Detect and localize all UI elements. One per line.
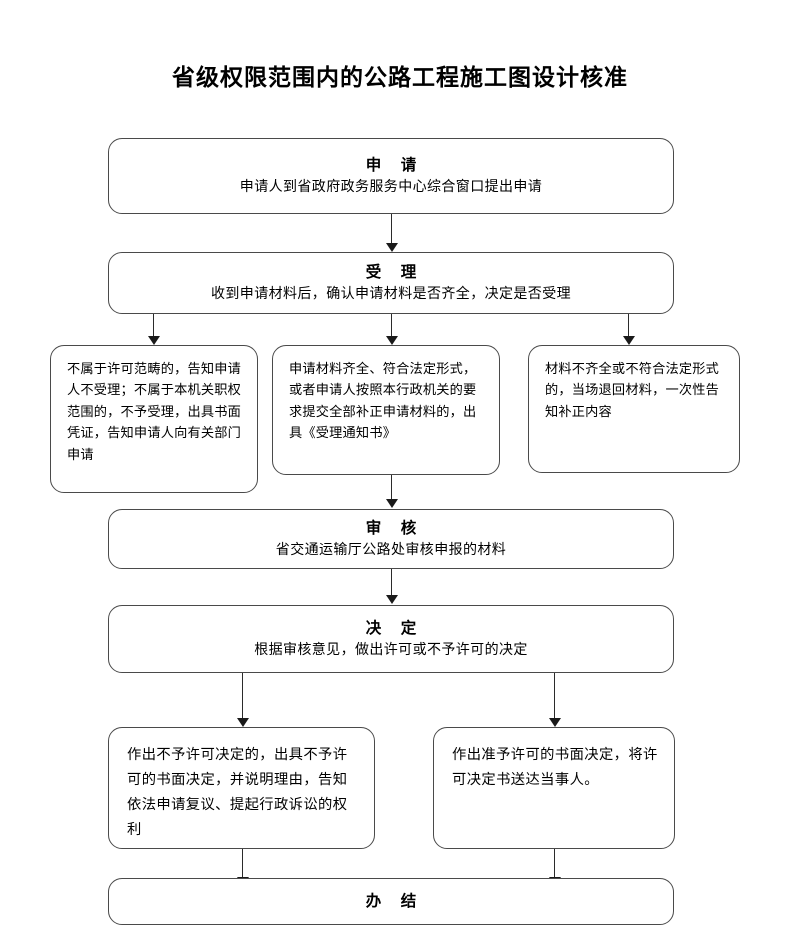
node-accept-text: 收到申请材料后，确认申请材料是否齐全，决定是否受理	[211, 286, 571, 303]
node-finish: 办 结	[108, 878, 674, 925]
connector-line	[628, 314, 630, 337]
connector-line	[391, 569, 393, 596]
node-apply: 申 请 申请人到省政府政务服务中心综合窗口提出申请	[108, 138, 674, 214]
connector-line	[554, 673, 556, 719]
node-branch-incomplete-text: 材料不齐全或不符合法定形式的，当场退回材料，一次性告知补正内容	[545, 362, 720, 420]
connector-line	[153, 314, 155, 337]
node-review-text: 省交通运输厅公路处审核申报的材料	[275, 542, 507, 559]
node-apply-text: 申请人到省政府政务服务中心综合窗口提出申请	[239, 179, 543, 196]
node-review-heading: 审 核	[365, 518, 424, 537]
arrow-head-icon	[385, 595, 398, 604]
node-review: 审 核 省交通运输厅公路处审核申报的材料	[108, 509, 674, 569]
arrow-head-icon	[385, 336, 398, 345]
connector-line	[242, 673, 244, 719]
node-apply-heading: 申 请	[365, 155, 424, 174]
node-decision-granted: 作出准予许可的书面决定，将许可决定书送达当事人。	[433, 727, 675, 849]
node-branch-not-in-scope-text: 不属于许可范畴的，告知申请人不受理；不属于本机关职权范围的，不予受理，出具书面凭…	[67, 362, 242, 463]
arrow-head-icon	[385, 499, 398, 508]
node-decision-denied-text: 作出不予许可决定的，出具不予许可的书面决定，并说明理由，告知依法申请复议、提起行…	[127, 747, 348, 839]
node-decide: 决 定 根据审核意见，做出许可或不予许可的决定	[108, 605, 674, 673]
node-branch-incomplete: 材料不齐全或不符合法定形式的，当场退回材料，一次性告知补正内容	[528, 345, 740, 473]
arrow-head-icon	[236, 718, 249, 727]
node-branch-complete-text: 申请材料齐全、符合法定形式，或者申请人按照本行政机关的要求提交全部补正申请材料的…	[289, 362, 477, 442]
arrow-head-icon	[385, 243, 398, 252]
node-decide-text: 根据审核意见，做出许可或不予许可的决定	[254, 642, 528, 659]
node-accept: 受 理 收到申请材料后，确认申请材料是否齐全，决定是否受理	[108, 252, 674, 314]
node-branch-complete: 申请材料齐全、符合法定形式，或者申请人按照本行政机关的要求提交全部补正申请材料的…	[272, 345, 500, 475]
connector-line	[554, 849, 556, 878]
node-decision-granted-text: 作出准予许可的书面决定，将许可决定书送达当事人。	[452, 747, 658, 789]
page-title: 省级权限范围内的公路工程施工图设计核准	[172, 65, 628, 91]
arrow-head-icon	[548, 718, 561, 727]
connector-line	[391, 214, 393, 244]
node-finish-heading: 办 结	[365, 891, 424, 910]
connector-line	[391, 475, 393, 500]
node-accept-heading: 受 理	[365, 262, 424, 281]
node-decide-heading: 决 定	[365, 618, 424, 637]
arrow-head-icon	[622, 336, 635, 345]
node-branch-not-in-scope: 不属于许可范畴的，告知申请人不受理；不属于本机关职权范围的，不予受理，出具书面凭…	[50, 345, 258, 493]
connector-line	[391, 314, 393, 337]
arrow-head-icon	[147, 336, 160, 345]
node-decision-denied: 作出不予许可决定的，出具不予许可的书面决定，并说明理由，告知依法申请复议、提起行…	[108, 727, 375, 849]
connector-line	[242, 849, 244, 878]
